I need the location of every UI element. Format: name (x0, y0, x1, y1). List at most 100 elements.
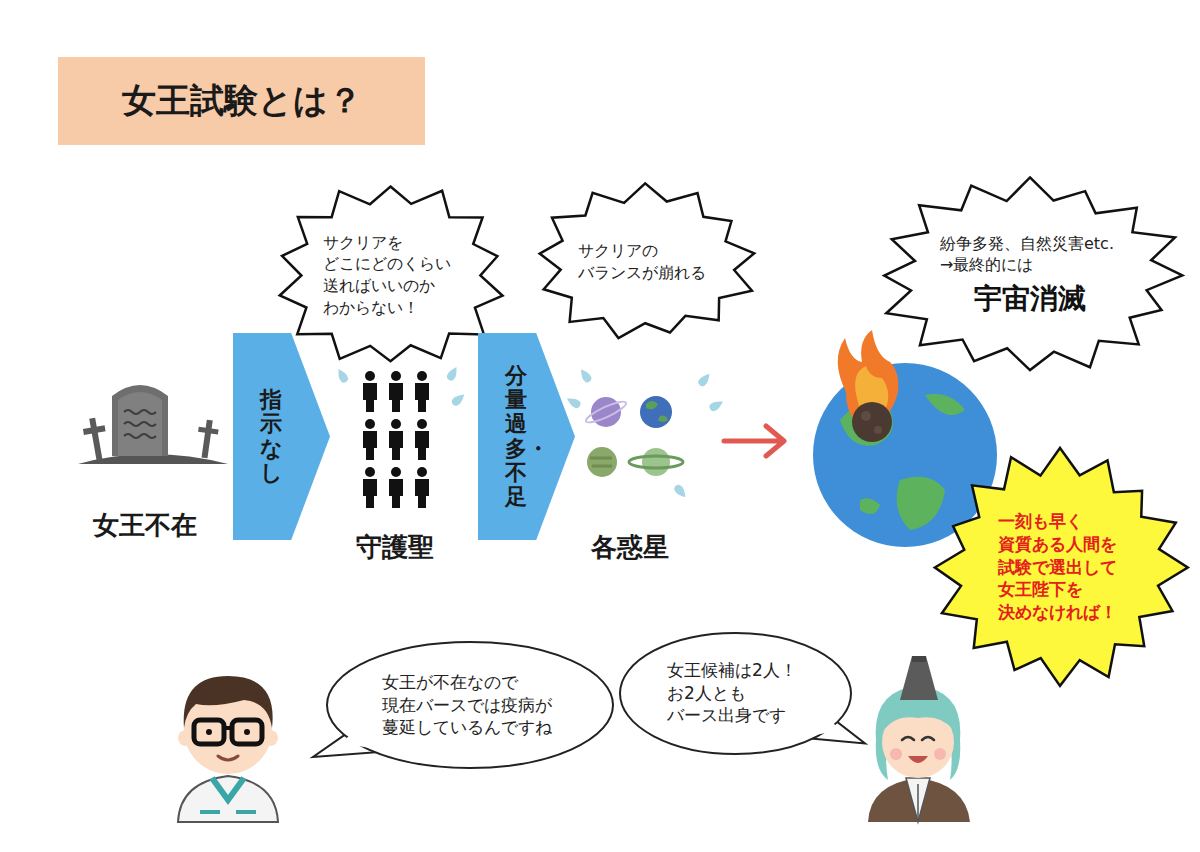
doctor-figure-part (224, 726, 232, 730)
thought-burst-outline (528, 180, 762, 345)
advisor-figure-part (900, 656, 938, 700)
node-text: サクリアの バランスが崩れる (578, 240, 712, 283)
advisor-figure-part (917, 784, 919, 822)
red-arrow-part (724, 426, 784, 456)
planets (584, 396, 683, 477)
node-content: サクリアを どこにどのくらい 送ればいいのか わからない！ (268, 178, 513, 373)
advisor-figure-part (902, 737, 934, 740)
planets-part (629, 456, 683, 468)
burst-outline (539, 183, 754, 338)
doctor-figure-part (232, 720, 262, 744)
grave-icon-part (89, 418, 102, 460)
earth-meteor-part (852, 402, 892, 442)
bubble-tail-fill (340, 731, 378, 749)
grave-icon (78, 385, 228, 464)
bubble-tail-fill (810, 718, 841, 736)
advisor-figure-part (876, 686, 961, 780)
guardian-silhouettes-part (363, 419, 377, 460)
title-heading: 女王試験とは？ (58, 57, 425, 145)
sweat-drops-part (335, 367, 350, 384)
grave-icon-part (112, 385, 168, 456)
bubble-body (620, 633, 851, 754)
sweat-drops-part (565, 395, 582, 410)
node-content: 紛争多発、自然災害etc. →最終的には宇宙消滅 (870, 173, 1190, 378)
guardian-silhouettes (363, 371, 429, 508)
grave-icon-part (198, 427, 219, 435)
node-content: 女王が不在なので 現在バースでは疫病が 蔓延しているんですね (325, 640, 615, 770)
icon-label: 女王不在 (93, 508, 197, 543)
planets-part (640, 396, 672, 428)
node-content: 指示なし (233, 333, 330, 540)
icon-label: 守護聖 (356, 530, 434, 565)
doctor-figure (178, 676, 278, 822)
node-content: 女王候補は2人！ お2人とも バース出身です (618, 631, 853, 756)
burst-outline (935, 448, 1188, 686)
advisor-figure-part (884, 696, 954, 730)
advisor-figure-part (934, 748, 946, 760)
sweat-drops-part (673, 483, 689, 500)
doctor-figure-part (206, 729, 212, 735)
guardian-silhouettes-part (415, 419, 429, 460)
advisor-figure-part (912, 656, 926, 662)
alert-burst: 一刻も早く 資質ある人間を 試験で選出して 女王陛下を 決めなければ！ (929, 445, 1191, 690)
thought-burst-outline (870, 173, 1190, 378)
node-text: 紛争多発、自然災害etc. →最終的には (940, 233, 1120, 276)
doctor-figure-part (194, 720, 224, 744)
node-text: 分量過多・不足 (505, 364, 527, 509)
advisor-figure-part (890, 748, 902, 760)
earth-meteor (813, 330, 997, 547)
guardian-silhouettes-part (415, 467, 429, 508)
earth-meteor-part (840, 394, 965, 530)
earth-meteor-part (861, 411, 871, 421)
planets-part (642, 448, 670, 476)
red-arrow (724, 426, 784, 456)
step-chevron: 分量過多・不足 (478, 333, 575, 540)
step-chevron: 指示なし (233, 333, 330, 540)
grave-icon-part (195, 419, 220, 459)
earth-meteor-part (874, 426, 882, 434)
grave-icon-part (202, 420, 213, 458)
doctor-figure-part (244, 729, 250, 735)
doctor-figure-part (178, 776, 278, 822)
burst-outline (884, 177, 1182, 370)
guardian-silhouettes-part (363, 467, 377, 508)
grave-icon-part (118, 392, 162, 456)
speech-bubble: 女王が不在なので 現在バースでは疫病が 蔓延しているんですね (325, 640, 615, 770)
node-text: 女王候補は2人！ お2人とも バース出身です (667, 659, 803, 728)
planets-part (587, 447, 617, 477)
sweat-drops-part (697, 371, 713, 388)
grave-icon-part (83, 425, 106, 435)
bubble-body (327, 642, 613, 768)
planets-part (584, 398, 628, 426)
sweat-drops-part (578, 367, 593, 384)
guardian-silhouettes-part (389, 371, 403, 412)
icon-label: 各惑星 (591, 530, 669, 565)
node-content: 一刻も早く 資質ある人間を 試験で選出して 女王陛下を 決めなければ！ (929, 445, 1191, 690)
guardian-silhouettes-part (389, 467, 403, 508)
thought-burst-outline (268, 178, 513, 373)
doctor-figure-part (218, 756, 238, 760)
thought-burst: サクリアの バランスが崩れる (528, 180, 762, 345)
planets-part (590, 458, 612, 466)
burst-outline (279, 186, 502, 361)
advisor-figure-part (906, 778, 930, 822)
guardian-silhouettes-part (363, 371, 377, 412)
guardian-silhouettes-part (389, 419, 403, 460)
advisor-figure (868, 656, 970, 822)
planets-part (646, 401, 668, 422)
thought-burst: 紛争多発、自然災害etc. →最終的には宇宙消滅 (870, 173, 1190, 378)
advisor-figure-part (908, 756, 928, 763)
node-content: 分量過多・不足 (478, 333, 575, 540)
node-text: 指示なし (260, 388, 282, 485)
advisor-figure-part (868, 778, 970, 822)
node-text: 女王が不在なので 現在バースでは疫病が 蔓延しているんですね (382, 671, 558, 740)
chevron-shape (233, 333, 330, 540)
guardian-silhouettes-part (415, 371, 429, 412)
sweat-drops-part (450, 391, 467, 407)
thought-burst: サクリアを どこにどのくらい 送ればいいのか わからない！ (268, 178, 513, 373)
grave-icon-part (81, 416, 110, 461)
node-content: サクリアの バランスが崩れる (528, 180, 762, 345)
doctor-figure-part (200, 810, 256, 814)
chevron-shape (478, 333, 575, 540)
